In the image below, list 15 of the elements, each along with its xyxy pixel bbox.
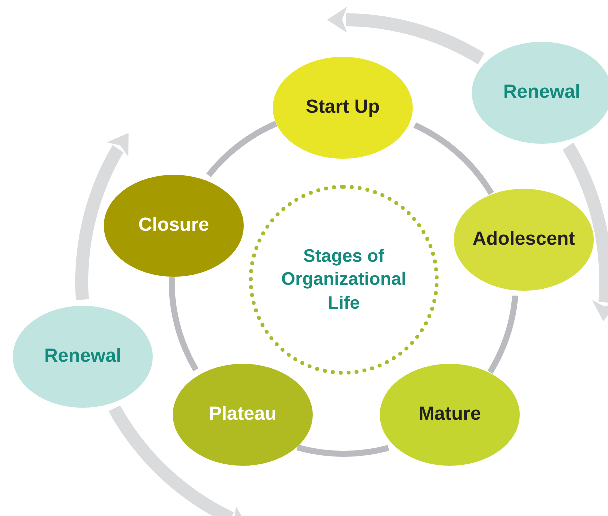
- node-label: Renewal: [44, 344, 122, 369]
- dotted-circle: [249, 185, 439, 375]
- curved-arrow: [327, 7, 488, 65]
- ring-segment: [169, 275, 199, 372]
- ring-segment: [488, 294, 518, 375]
- ring-segment: [413, 122, 494, 196]
- node-label: Mature: [418, 402, 482, 427]
- curved-arrow: [562, 140, 608, 322]
- node-label: Plateau: [209, 402, 277, 427]
- node-label: Closure: [138, 214, 210, 238]
- node-label: Renewal: [503, 80, 581, 105]
- node-label: Start Up: [306, 96, 380, 120]
- ring-segment: [296, 444, 391, 457]
- node-label: Adolescent: [472, 228, 576, 252]
- node-label: Stages of Organizational Life: [280, 244, 408, 315]
